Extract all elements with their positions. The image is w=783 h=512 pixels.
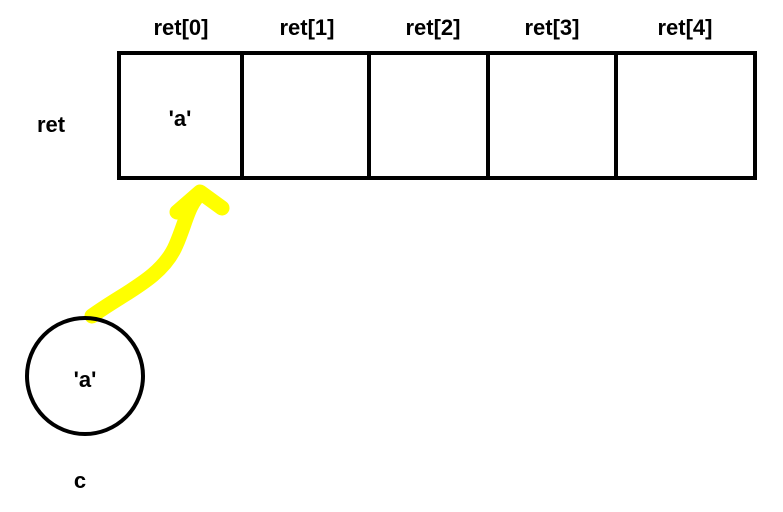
array-cell-3 (486, 51, 618, 180)
array-cell-4 (614, 51, 757, 180)
assignment-arrow-head (169, 184, 230, 220)
array-name-label: ret (37, 112, 66, 137)
cell-index-label-1: ret[1] (279, 15, 334, 40)
array-cell-1 (240, 51, 371, 180)
cell-index-label-4: ret[4] (657, 15, 712, 40)
cell-index-label-2: ret[2] (405, 15, 460, 40)
variable-name-label: c (74, 468, 86, 493)
cell-value-0: 'a' (169, 106, 192, 131)
cell-index-label-0: ret[0] (153, 15, 208, 40)
array-cell-2 (367, 51, 490, 180)
variable-value: 'a' (74, 367, 97, 392)
variable-circle (25, 316, 145, 436)
assignment-arrow (84, 184, 230, 324)
cell-index-label-3: ret[3] (524, 15, 579, 40)
array-cells (117, 51, 757, 180)
